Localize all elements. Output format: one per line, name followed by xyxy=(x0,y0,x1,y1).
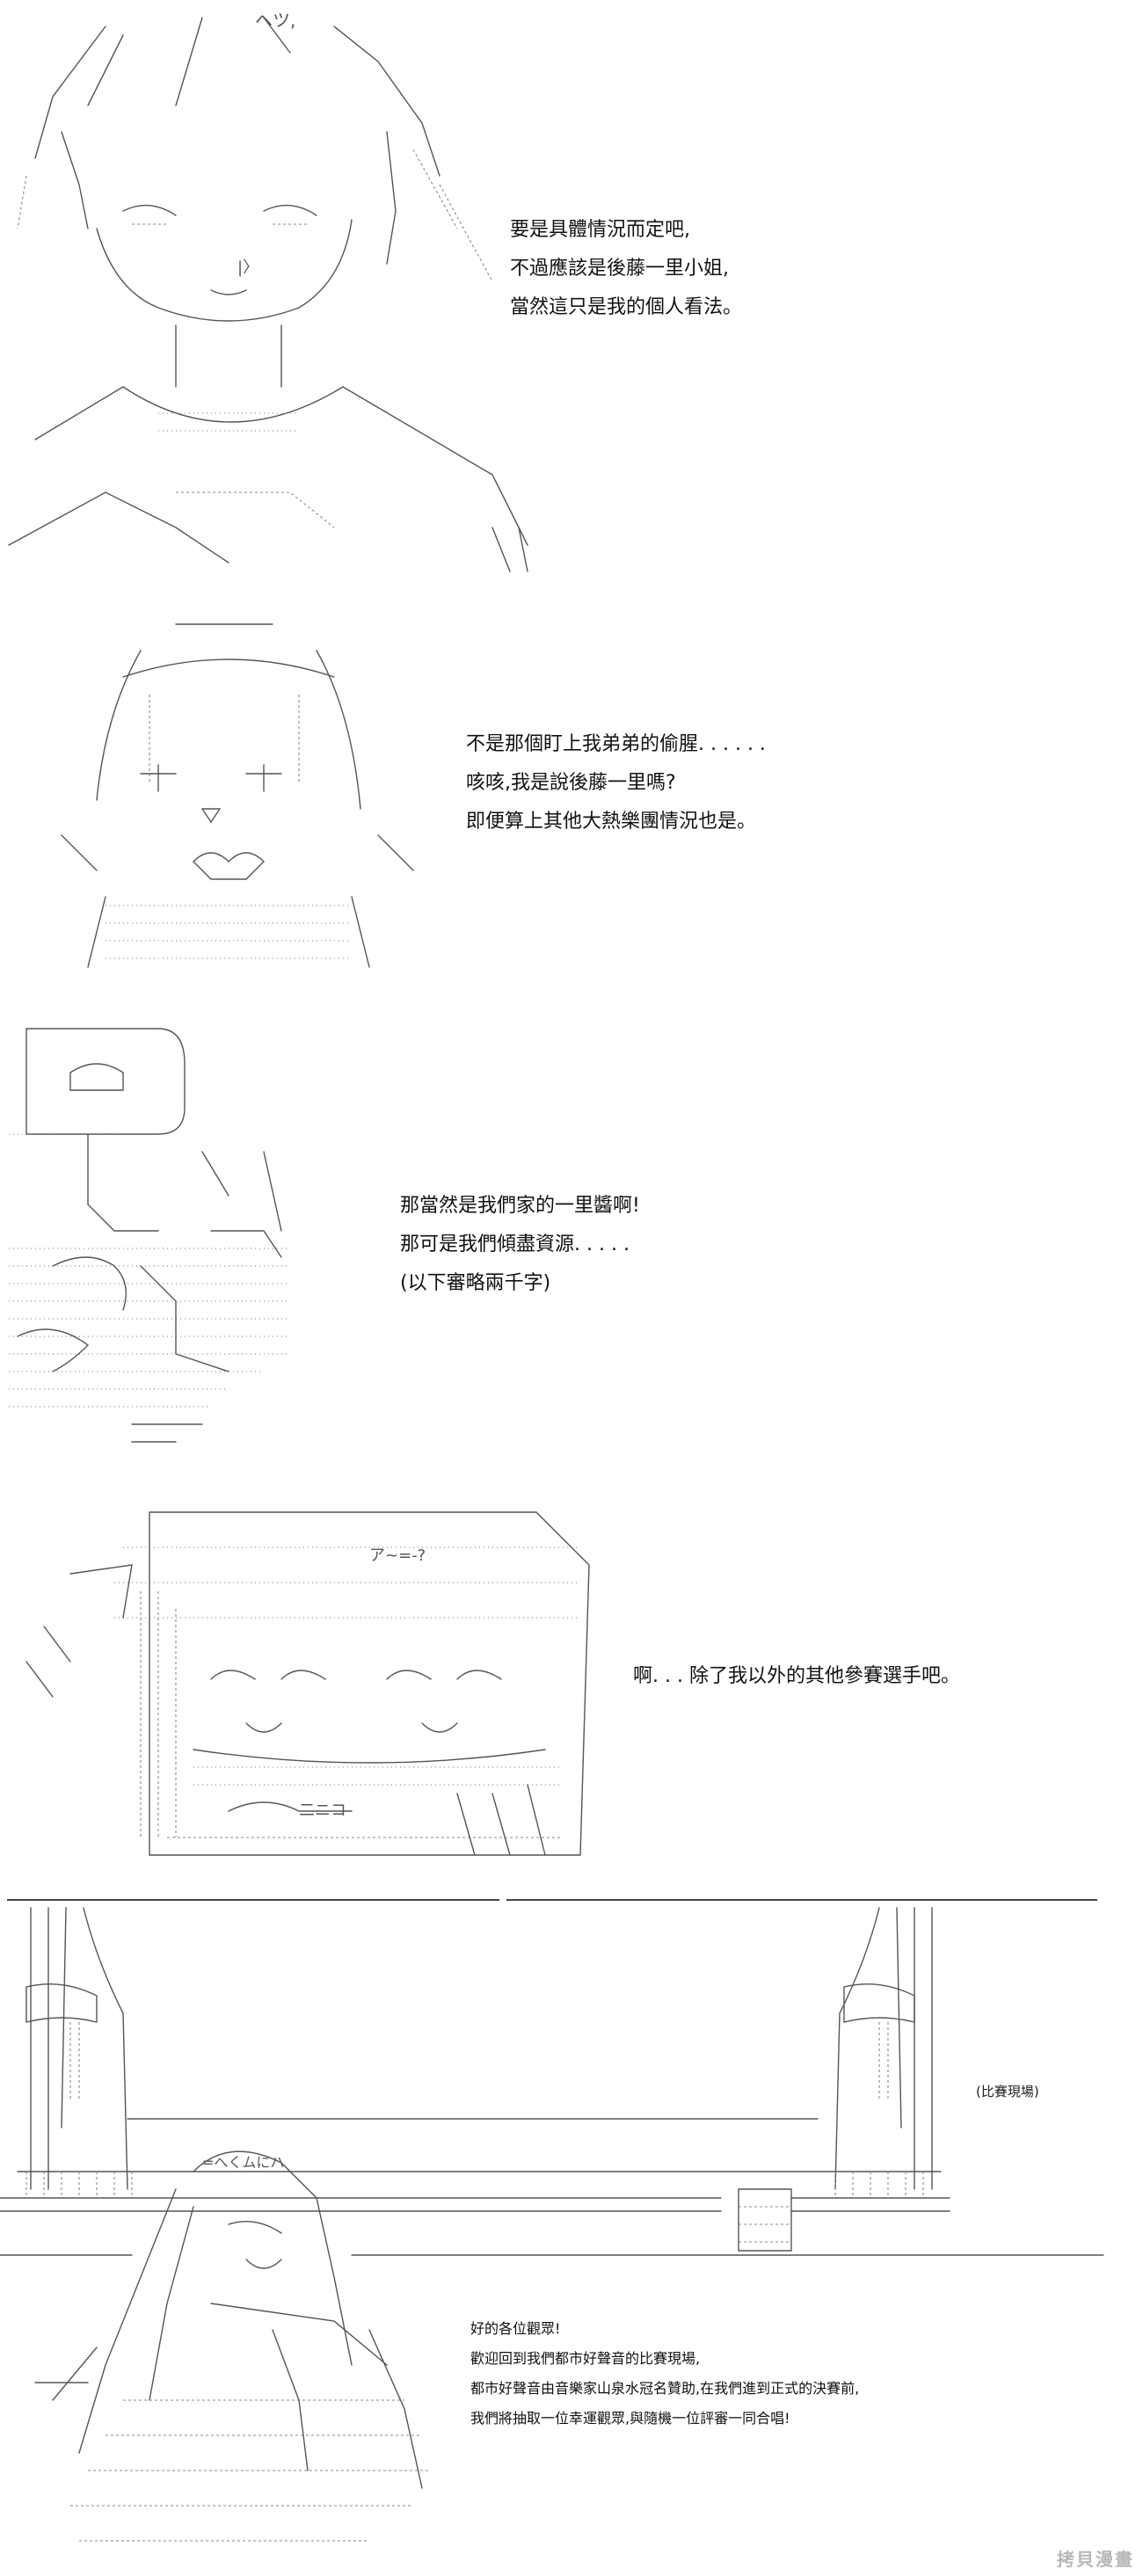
dialogue-line: (以下審略兩千字) xyxy=(400,1272,551,1294)
divider-line xyxy=(506,1899,1097,1901)
dialogue-line: 咳咳,我是說後藤一里嗎? xyxy=(466,772,676,794)
svg-text:|〉: |〉 xyxy=(237,258,258,277)
scene-label: (比賽現場) xyxy=(976,2084,1039,2099)
panel-2: 不是那個盯上我弟弟的偷腥. . . . . . 咳咳,我是說後藤一里嗎? 即便算… xyxy=(0,607,1143,976)
character-art-bear-mascot xyxy=(0,1002,334,1459)
dialogue-panel-5: 好的各位觀眾! 歡迎回到我們都市好聲音的比賽現場, 都市好聲音由音樂家山泉水冠名… xyxy=(470,2314,859,2434)
svg-text:二ニコ: 二ニコ xyxy=(299,1801,346,1820)
dialogue-line: 不是那個盯上我弟弟的偷腥. . . . . . xyxy=(466,733,766,755)
character-art-girl-2 xyxy=(35,607,422,976)
dialogue-line: 不過應該是後藤一里小姐, xyxy=(510,258,729,280)
svg-text:ア~=-?: ア~=-? xyxy=(369,1546,426,1565)
stage-curtains-art: =へくムにハ xyxy=(0,1907,1104,2576)
dialogue-line: 那當然是我們家的一里醬啊! xyxy=(400,1195,640,1217)
dialogue-panel-2: 不是那個盯上我弟弟的偷腥. . . . . . 咳咳,我是說後藤一里嗎? 即便算… xyxy=(466,725,766,841)
panel-5: =へくムにハ (比賽現場) 好的各位觀眾! 歡迎回到我們都市好聲音的比賽現場, … xyxy=(0,1899,1143,2576)
dialogue-line: 都市好聲音由音樂家山泉水冠名贊助,在我們進到正式的決賽前, xyxy=(470,2380,860,2397)
dialogue-line: 好的各位觀眾! xyxy=(470,2320,561,2337)
svg-text:=へくムにハ: =へくムにハ xyxy=(202,2154,284,2171)
divider-line xyxy=(7,1899,499,1901)
panel-1: ヘツ, |〉 要是具體情況而定吧, 不過應該是後藤一里小姐, 當然這只是我的個人… xyxy=(0,0,1143,598)
dialogue-line: 即便算上其他大熱樂團情況也是。 xyxy=(466,811,757,833)
dialogue-line: 啊. . . 除了我以外的其他參賽選手吧。 xyxy=(633,1665,960,1687)
dialogue-panel-1: 要是具體情況而定吧, 不過應該是後藤一里小姐, 當然這只是我的個人看法。 xyxy=(510,211,742,327)
dialogue-panel-4: 啊. . . 除了我以外的其他參賽選手吧。 xyxy=(633,1657,960,1696)
dialogue-panel-3: 那當然是我們家的一里醬啊! 那可是我們傾盡資源. . . . . (以下審略兩千… xyxy=(400,1187,640,1303)
watermark-text: 拷貝漫畫 xyxy=(1057,2549,1134,2570)
character-art-group-girls: ア~=-? 二ニコ xyxy=(18,1486,615,1881)
dialogue-line: 當然這只是我的個人看法。 xyxy=(510,296,743,318)
ascii-fragment: ヘツ, xyxy=(255,10,295,31)
panel-4: ア~=-? 二ニコ 啊. . . 除了我以外的其他參賽選手吧。 xyxy=(0,1486,1143,1881)
dialogue-line: 我們將抽取一位幸運觀眾,與隨機一位評審一同合唱! xyxy=(470,2410,790,2427)
panel-3: 那當然是我們家的一里醬啊! 那可是我們傾盡資源. . . . . (以下審略兩千… xyxy=(0,1002,1143,1459)
character-art-girl-1: ヘツ, |〉 xyxy=(0,0,563,589)
dialogue-line: 要是具體情況而定吧, xyxy=(510,219,690,241)
dialogue-line: 歡迎回到我們都市好聲音的比賽現場, xyxy=(470,2350,701,2367)
dialogue-line: 那可是我們傾盡資源. . . . . xyxy=(400,1233,630,1255)
